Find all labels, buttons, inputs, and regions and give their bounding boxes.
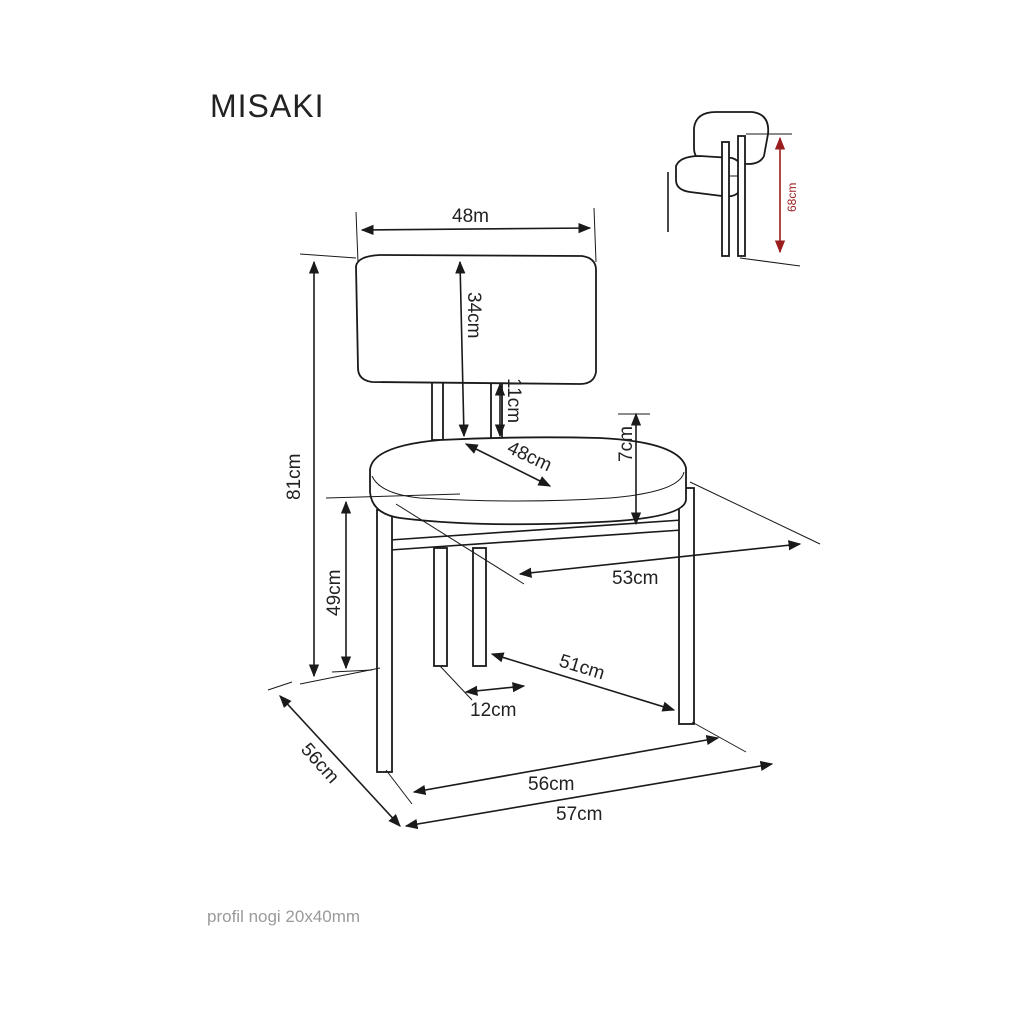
- back-post-left: [431, 377, 444, 441]
- leg-profile-note: profil nogi 20x40mm: [207, 907, 361, 926]
- label-total-width: 57cm: [556, 804, 602, 825]
- label-leg-offset: 12cm: [470, 700, 516, 721]
- inset-rear-leg: [721, 141, 730, 257]
- label-depth: 56cm: [296, 739, 343, 788]
- label-seat-height: 49cm: [324, 570, 345, 616]
- front-leg-right: [678, 487, 695, 725]
- label-gap-height: 11cm: [503, 378, 524, 423]
- rear-leg-right: [472, 547, 487, 667]
- rear-leg-left: [433, 547, 448, 667]
- label-backrest-height: 34cm: [463, 292, 484, 338]
- front-leg-left: [376, 509, 393, 773]
- label-backrest-width: 48m: [452, 206, 489, 227]
- chair-front-view: [355, 254, 695, 773]
- label-seat-thickness: 7cm: [616, 426, 637, 462]
- label-width: 56cm: [528, 774, 574, 795]
- dimension-lines: [267, 207, 821, 830]
- inset-front-leg: [737, 135, 746, 257]
- label-leg-depth: 51cm: [557, 651, 608, 685]
- label-seat-width: 53cm: [612, 568, 658, 589]
- seat-cushion-seam: [371, 471, 685, 502]
- backrest: [355, 254, 597, 385]
- label-total-height: 81cm: [284, 454, 305, 500]
- product-title: MISAKI: [210, 88, 325, 124]
- seat-frame-rail-lower: [389, 529, 683, 551]
- side-view-inset: 68cm: [667, 111, 801, 267]
- label-armrest-height: 68cm: [785, 183, 799, 212]
